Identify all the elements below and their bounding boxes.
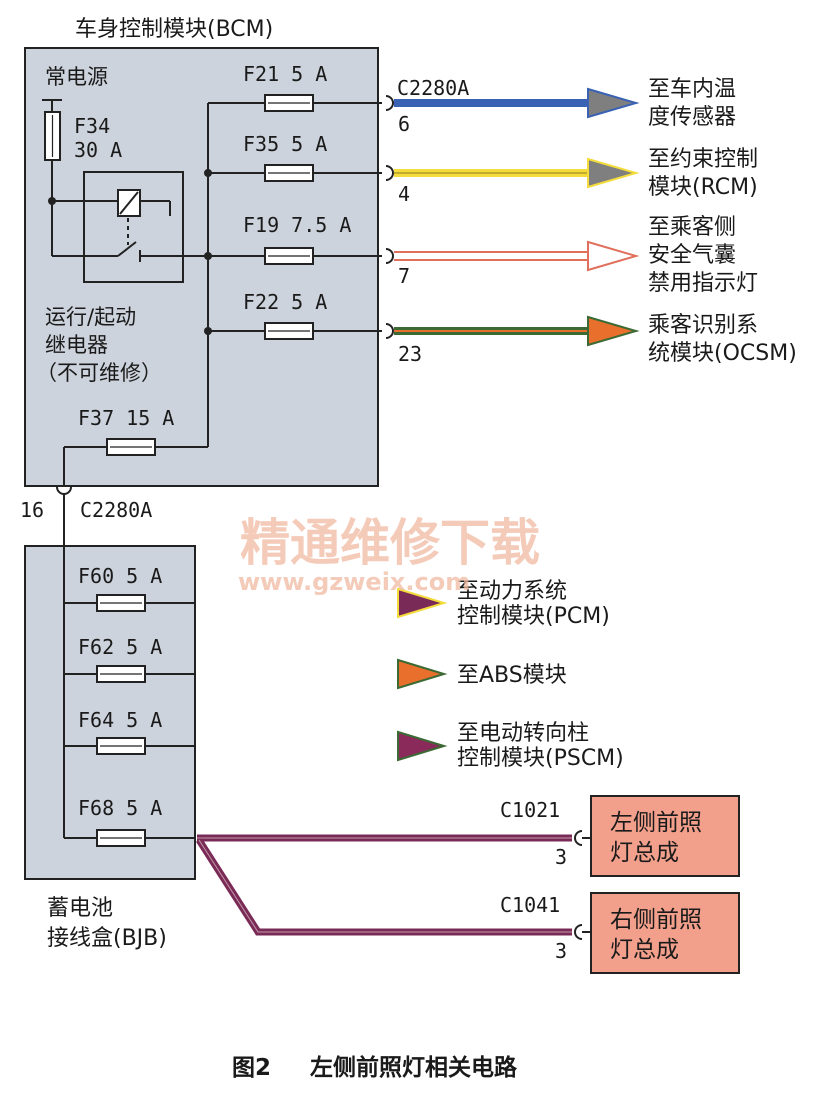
connector-c1041: C1041 (500, 893, 560, 917)
svg-text:F68 5 A: F68 5 A (78, 796, 162, 820)
left-headlamp-label-1: 左侧前照 (610, 810, 702, 836)
wire-to-rcm (394, 157, 640, 189)
target-pcm-1: 至动力系统 (457, 579, 567, 604)
relay-label-1: 运行/起动 (45, 305, 136, 329)
relay-box (83, 171, 184, 283)
power-label: 常电源 (45, 65, 108, 89)
pin-6: 6 (398, 112, 410, 136)
right-headlamp-box (590, 892, 740, 974)
pin-7: 7 (398, 264, 410, 288)
left-headlamp-box (590, 795, 740, 877)
target-pscm-2: 控制模块(PSCM) (457, 746, 624, 771)
connector-c2280a-bottom-symbol (56, 486, 72, 495)
wire-to-abs (197, 658, 448, 690)
target-pscm-1: 至电动转向柱 (457, 721, 589, 746)
svg-text:F22 5 A: F22 5 A (243, 290, 327, 314)
fuse-f34-name: F34 (74, 114, 110, 138)
bcm-title: 车身控制模块(BCM) (75, 17, 273, 42)
target-cabin-temp-1: 至车内温 (648, 77, 736, 102)
pin-3-left: 3 (555, 845, 567, 869)
target-abs: 至ABS模块 (457, 663, 567, 688)
bjb-fuse-f60: F60 5 A (64, 564, 195, 612)
wire-to-cabin-temp-sensor (394, 87, 640, 119)
pin-4: 4 (398, 182, 410, 206)
relay-contact-symbol (117, 241, 137, 257)
wire-to-pcm (197, 587, 448, 619)
bcm-fuse-f19: F19 7.5 A (243, 213, 382, 265)
svg-text:F21 5 A: F21 5 A (243, 62, 327, 86)
bcm-fuse-f22: F22 5 A (208, 290, 382, 340)
right-headlamp-label-1: 右侧前照 (610, 907, 702, 933)
relay-label-2: 继电器 (45, 333, 108, 357)
target-airbag-lamp-1: 至乘客侧 (648, 215, 736, 240)
svg-text:F62 5 A: F62 5 A (78, 635, 162, 659)
target-rcm-2: 模块(RCM) (648, 175, 758, 200)
relay-label-3: （不可维修） (36, 361, 162, 385)
target-airbag-lamp-3: 禁用指示灯 (648, 271, 758, 296)
target-cabin-temp-2: 度传感器 (648, 105, 736, 130)
svg-text:F35 5 A: F35 5 A (243, 132, 327, 156)
connector-c1021: C1021 (500, 798, 560, 822)
bjb-fuse-f64: F64 5 A (64, 708, 195, 755)
bcm-fuse-f35: F35 5 A (208, 132, 382, 182)
connector-c2280a-bottom: C2280A (80, 498, 152, 522)
headlamp-connector-symbols (574, 830, 583, 940)
wire-to-right-headlamp (196, 838, 572, 936)
bjb-fuse-f68: F68 5 A (64, 796, 195, 847)
bcm-fuse-f21: F21 5 A (208, 62, 382, 112)
pin-16: 16 (20, 498, 44, 522)
watermark-url: www.gzweix.com (238, 568, 470, 596)
bjb-fuse-f62: F62 5 A (64, 635, 195, 683)
target-ocsm-1: 乘客识别系 (648, 313, 758, 338)
wire-to-pscm (197, 730, 448, 762)
bjb-label-1: 蓄电池 (47, 896, 113, 921)
target-rcm-1: 至约束控制 (648, 147, 758, 172)
caption-figure-number: 图2 (232, 1055, 271, 1081)
target-airbag-lamp-2: 安全气囊 (648, 243, 736, 268)
bcm-fuse-f37: F37 15 A (64, 406, 208, 456)
wire-to-passenger-airbag-lamp (394, 240, 640, 272)
svg-text:F60 5 A: F60 5 A (78, 564, 162, 588)
svg-text:F19 7.5 A: F19 7.5 A (243, 213, 351, 237)
connector-c2280a-top: C2280A (397, 76, 469, 100)
wire-to-ocsm (394, 315, 640, 347)
left-headlamp-label-2: 灯总成 (610, 840, 679, 866)
fuse-f34-rating: 30 A (74, 138, 122, 162)
bjb-label-2: 接线盒(BJB) (47, 926, 167, 951)
pin-3-right: 3 (555, 939, 567, 963)
svg-text:F64 5 A: F64 5 A (78, 708, 162, 732)
caption-title: 左侧前照灯相关电路 (310, 1054, 518, 1081)
watermark-title: 精通维修下载 (240, 514, 540, 572)
target-pcm-2: 控制模块(PCM) (457, 604, 610, 629)
target-ocsm-2: 统模块(OCSM) (648, 341, 797, 366)
pin-23: 23 (398, 342, 422, 366)
svg-text:F37 15 A: F37 15 A (78, 406, 174, 430)
bcm-connector-symbols (385, 95, 394, 339)
right-headlamp-label-2: 灯总成 (610, 937, 679, 963)
